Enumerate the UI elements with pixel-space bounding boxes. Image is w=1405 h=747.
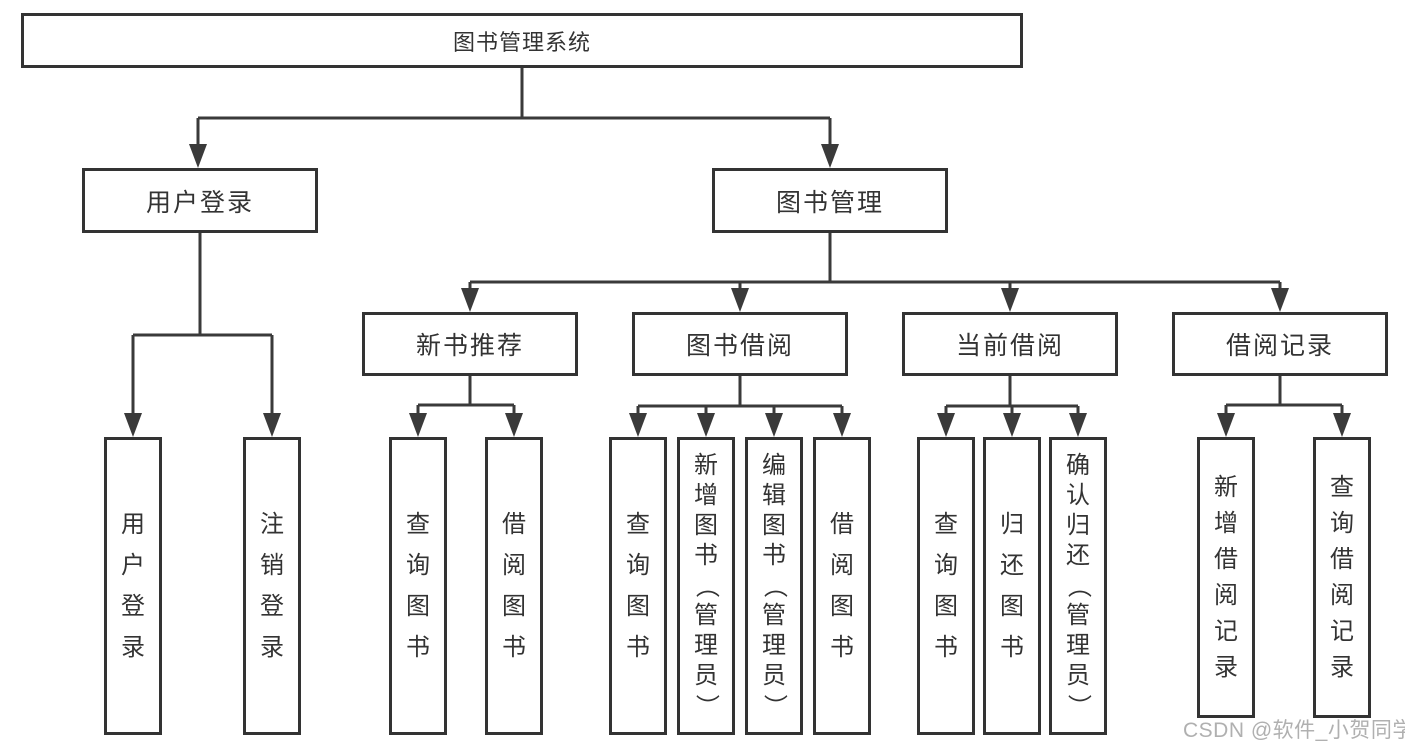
arrow-down-icon [821, 144, 839, 168]
leaf-query-books-current: 查询图书 [917, 437, 975, 735]
tree-branch-lines [131, 68, 1344, 415]
arrow-down-icon [263, 413, 281, 437]
arrow-down-icon [629, 413, 647, 437]
arrow-down-icon [937, 413, 955, 437]
node-borrowing-records: 借阅记录 [1172, 312, 1388, 376]
leaf-label: 编辑图书（管理员） [761, 452, 788, 719]
leaf-return-books: 归还图书 [983, 437, 1041, 735]
arrow-down-icon [409, 413, 427, 437]
arrow-down-icon [461, 288, 479, 312]
arrow-down-icon [1001, 288, 1019, 312]
leaf-label: 查询图书 [934, 510, 958, 661]
leaf-label: 确认归还（管理员） [1065, 452, 1092, 719]
arrow-down-icon [833, 413, 851, 437]
leaf-label: 借阅图书 [830, 510, 854, 661]
leaf-label: 新增借阅记录 [1214, 473, 1238, 681]
leaf-logout: 注销登录 [243, 437, 301, 735]
arrow-down-icons [124, 144, 1351, 437]
node-library-management-system: 图书管理系统 [21, 13, 1023, 68]
node-label: 用户登录 [145, 188, 254, 217]
arrow-down-icon [697, 413, 715, 437]
leaf-label: 注销登录 [260, 510, 284, 661]
leaf-user-login: 用户登录 [104, 437, 162, 735]
leaf-label: 归还图书 [1000, 510, 1024, 661]
arrow-down-icon [1003, 413, 1021, 437]
arrow-down-icon [1333, 413, 1351, 437]
arrow-down-icon [189, 144, 207, 168]
arrow-down-icon [1271, 288, 1289, 312]
node-label: 借阅记录 [1225, 332, 1334, 360]
node-label: 图书管理系统 [452, 29, 591, 55]
arrow-down-icon [124, 413, 142, 437]
leaf-add-borrow-record: 新增借阅记录 [1197, 437, 1255, 718]
arrow-down-icon [731, 288, 749, 312]
node-new-book-recommendation: 新书推荐 [362, 312, 578, 376]
leaf-borrow-books-recommend: 借阅图书 [485, 437, 543, 735]
node-label: 图书管理 [775, 188, 884, 217]
node-book-management: 图书管理 [712, 168, 948, 233]
node-user-login: 用户登录 [82, 168, 318, 233]
csdn-watermark: CSDN @软件_小贺同学 [1183, 719, 1405, 742]
leaf-borrow-books-borrowing: 借阅图书 [813, 437, 871, 735]
leaf-label: 查询图书 [406, 510, 430, 661]
leaf-query-borrow-record: 查询借阅记录 [1313, 437, 1371, 718]
leaf-query-books-borrowing: 查询图书 [609, 437, 667, 735]
leaf-confirm-return-admin: 确认归还（管理员） [1049, 437, 1107, 735]
arrow-down-icon [765, 413, 783, 437]
arrow-down-icon [1069, 413, 1087, 437]
leaf-label: 用户登录 [121, 510, 145, 661]
arrow-down-icon [1217, 413, 1235, 437]
leaf-label: 借阅图书 [502, 510, 526, 661]
arrow-down-icon [505, 413, 523, 437]
node-book-borrowing: 图书借阅 [632, 312, 848, 376]
node-current-borrowing: 当前借阅 [902, 312, 1118, 376]
leaf-label: 查询图书 [626, 510, 650, 661]
node-label: 当前借阅 [955, 332, 1064, 360]
leaf-add-books-admin: 新增图书（管理员） [677, 437, 735, 735]
leaf-label: 新增图书（管理员） [693, 452, 720, 719]
leaf-label: 查询借阅记录 [1330, 473, 1354, 681]
leaf-edit-books-admin: 编辑图书（管理员） [745, 437, 803, 735]
node-label: 新书推荐 [415, 332, 524, 360]
leaf-query-books-recommend: 查询图书 [389, 437, 447, 735]
node-label: 图书借阅 [685, 332, 794, 360]
